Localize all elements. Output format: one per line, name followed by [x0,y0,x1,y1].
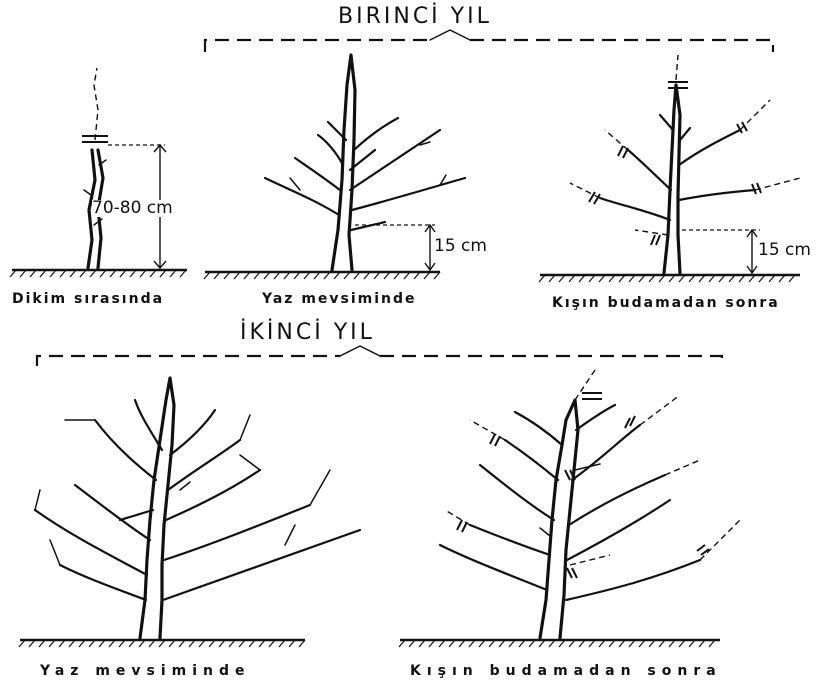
ground-line-y2-summer [19,640,305,647]
planting-height-label: 70-80 cm [92,200,173,217]
y1-winter-height-label: 15 cm [758,242,811,259]
y2-winter-label: Kışın budamadan sonra [410,664,722,678]
first-year-title: BIRINCİ YIL [338,6,492,28]
ground-line-planting [10,270,187,277]
y2-summer-label: Yaz mevsiminde [40,664,251,678]
first-year-bracket [205,30,773,52]
y1-winter-height-dimension [682,230,760,273]
y1-summer-height-dimension [355,225,435,270]
y1-summer-height-label: 15 cm [434,238,487,255]
second-year-title: İKİNCİ YIL [240,322,375,344]
planting-label: Dikim sırasında [12,292,164,306]
second-year-bracket [37,346,722,366]
sapling-whip [82,68,108,268]
ground-line-y1-winter [539,275,800,282]
ground-line-y2-winter [399,640,720,647]
y2-summer-tree [35,378,360,638]
y1-summer-label: Yaz mevsiminde [262,292,417,306]
y1-winter-label: Kışın budamadan sonra [552,296,780,310]
y2-winter-tree [440,370,740,638]
ground-line-y1-summer [204,272,440,279]
